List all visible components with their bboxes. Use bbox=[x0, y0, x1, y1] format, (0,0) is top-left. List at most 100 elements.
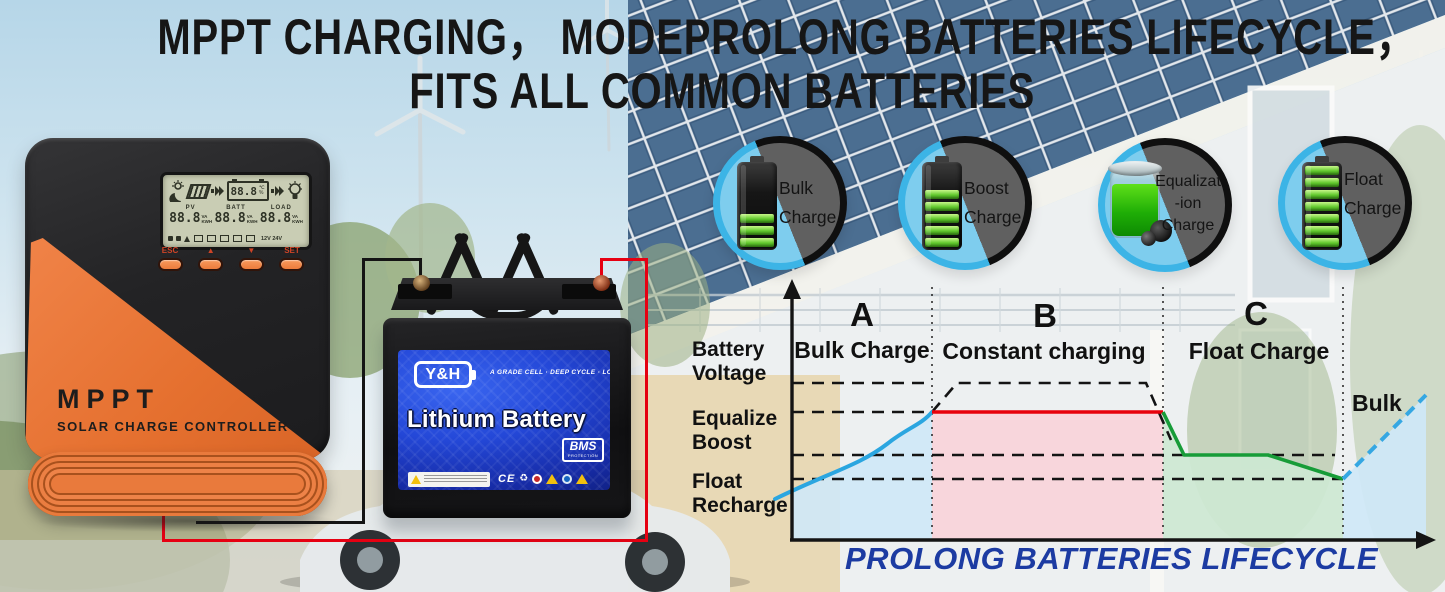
set-label: SET bbox=[284, 246, 300, 255]
set-key bbox=[279, 258, 305, 271]
lcd-display: 88.8 ℃ % bbox=[160, 172, 312, 250]
ce-mark-icon: CE bbox=[498, 473, 516, 485]
certification-icons: CE ♻ bbox=[498, 471, 589, 487]
battery-level-icon bbox=[737, 156, 777, 250]
mode-label: Bulk Charge bbox=[779, 178, 837, 227]
battery-label: Y&H A GRADE CELL · DEEP CYCLE · LONG LIF… bbox=[398, 350, 610, 490]
battery-level-icon bbox=[922, 156, 962, 250]
lithium-battery: Y&H A GRADE CELL · DEEP CYCLE · LONG LIF… bbox=[383, 222, 631, 562]
arrow-icon bbox=[270, 186, 284, 196]
lcd-percent-unit: % bbox=[259, 190, 264, 196]
negative-wire bbox=[362, 258, 422, 261]
controller-subtitle: SOLAR CHARGE CONTROLLER bbox=[57, 419, 289, 434]
mode-float-charge: Float Charge bbox=[1278, 136, 1412, 270]
liquid-battery-icon bbox=[1108, 161, 1172, 246]
lcd-load-value: 88.8 bbox=[259, 211, 292, 226]
battery-type-cell bbox=[194, 235, 203, 242]
positive-wire bbox=[645, 258, 648, 542]
positive-wire bbox=[162, 506, 165, 542]
bms-badge: BMS PROTECTION bbox=[562, 438, 604, 462]
arrow-icon bbox=[211, 186, 225, 196]
float-area bbox=[1163, 412, 1343, 539]
battery-type-cell bbox=[246, 235, 255, 242]
warning-label bbox=[408, 472, 490, 487]
reference-levels bbox=[792, 381, 1343, 481]
caution-icon bbox=[576, 474, 589, 484]
battery-icon bbox=[176, 236, 181, 241]
lcd-load-label: LOAD bbox=[270, 205, 292, 211]
bms-text: BMS bbox=[569, 439, 597, 453]
balcony-railing bbox=[645, 288, 1235, 332]
x-axis-arrow bbox=[1416, 531, 1436, 549]
positive-wire bbox=[600, 258, 603, 290]
down-key bbox=[238, 258, 264, 271]
down-button: ▼ bbox=[236, 246, 266, 271]
headline: MPPT CHARGING， MODEPROLONG BATTERIES LIF… bbox=[0, 10, 1445, 118]
section-c-letter: C bbox=[1244, 295, 1268, 332]
esc-key bbox=[157, 258, 183, 271]
mode-label: Float Charge bbox=[1344, 169, 1402, 218]
section-b-name: Constant charging bbox=[942, 338, 1146, 364]
headline-line1: MPPT CHARGING， MODEPROLONG BATTERIES LIF… bbox=[157, 9, 1417, 65]
esc-label: ESC bbox=[161, 246, 179, 255]
lcd-batt-label: BATT bbox=[226, 205, 246, 211]
caution-icon bbox=[546, 474, 559, 484]
bulk-area bbox=[792, 412, 932, 539]
esc-button: ESC bbox=[155, 246, 185, 271]
recycle-icon: ♻ bbox=[519, 473, 529, 484]
section-b-letter: B bbox=[1033, 297, 1057, 334]
chart-footer: PROLONG BATTERIES LIFECYCLE bbox=[845, 541, 1379, 576]
headline-line2: FITS ALL COMMON BATTERIES bbox=[409, 63, 1036, 119]
warning-triangle-icon bbox=[411, 475, 421, 484]
lcd-pv-label: PV bbox=[185, 205, 196, 211]
lcd-status-row: 12V 24V bbox=[168, 233, 304, 244]
controller-body: MPPT SOLAR CHARGE CONTROLLER bbox=[25, 138, 330, 460]
bulk-annotation: Bulk bbox=[1352, 390, 1402, 416]
battery-name: Lithium Battery bbox=[407, 406, 587, 433]
up-arrow-icon: ▲ bbox=[206, 246, 215, 255]
mode-label: Boost Charge bbox=[964, 178, 1022, 227]
gear-icon bbox=[168, 236, 173, 241]
brand-logo: Y&H bbox=[414, 361, 476, 388]
lcd-temp-unit: ℃ bbox=[259, 185, 265, 191]
mode-equalization-charge: Equalizat -ion Charge bbox=[1098, 138, 1232, 272]
negative-terminal bbox=[413, 275, 430, 291]
terminal-block bbox=[398, 284, 452, 299]
lcd-battery-icon: 88.8 ℃ % bbox=[226, 179, 269, 201]
bulk-restart-area bbox=[1343, 395, 1426, 539]
float-line bbox=[1161, 411, 1344, 481]
positive-wire bbox=[162, 539, 648, 542]
y-axis-arrow bbox=[783, 279, 801, 299]
solar-panel-roof bbox=[628, 0, 1445, 335]
mode-bulk-charge: Bulk Charge bbox=[713, 136, 847, 270]
constant-area bbox=[932, 412, 1163, 539]
section-c-name: Float Charge bbox=[1188, 338, 1330, 364]
heatsink bbox=[28, 452, 327, 516]
battery-level-icon bbox=[1302, 156, 1342, 250]
mode-label: Equalizat -ion Charge bbox=[1155, 173, 1221, 234]
roof-fascia bbox=[628, 15, 1445, 370]
controller-buttons: ESC ▲ ▼ SET bbox=[155, 246, 307, 271]
lcd-pv-value: 88.8 bbox=[169, 211, 201, 226]
positive-wire bbox=[600, 258, 648, 261]
mppt-controller: MPPT SOLAR CHARGE CONTROLLER bbox=[25, 138, 337, 533]
bulk-restart-dashed bbox=[1341, 393, 1428, 481]
fine-print bbox=[424, 475, 487, 484]
cert-circle-icon bbox=[562, 474, 573, 484]
down-arrow-icon: ▼ bbox=[247, 246, 256, 255]
warning-icon bbox=[184, 235, 190, 242]
mode-boost-charge: Boost Charge bbox=[898, 136, 1032, 270]
sun-moon-icon bbox=[169, 180, 184, 202]
negative-wire bbox=[196, 521, 365, 524]
solar-panel-icon bbox=[185, 183, 212, 199]
lcd-system-voltage: 12V 24V bbox=[261, 235, 283, 242]
no-fire-icon bbox=[532, 474, 543, 484]
battery-type-cell bbox=[207, 235, 216, 242]
section-a-letter: A bbox=[850, 296, 874, 333]
bulk-curve bbox=[773, 410, 934, 501]
